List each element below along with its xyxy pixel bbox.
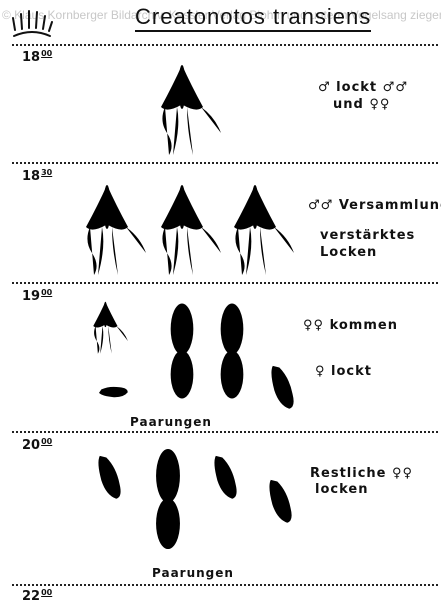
divider (12, 431, 438, 433)
moth-resting (258, 470, 300, 526)
moth-resting (84, 368, 146, 404)
moth-spread-wings (155, 175, 225, 279)
time-hour: 18 (22, 169, 40, 184)
moth-spread-wings (155, 55, 225, 159)
note-text: ♂ lockt ♂♂ (318, 80, 408, 96)
mating-pair (160, 295, 204, 407)
time-hour: 20 (22, 438, 40, 453)
time-label: 2200 (22, 586, 52, 604)
mating-pair (210, 295, 254, 407)
divider (12, 282, 438, 284)
note-text: und ♀♀ (333, 97, 390, 113)
figure-caption: Paarungen (130, 415, 212, 429)
time-minutes: 00 (41, 588, 52, 597)
time-minutes: 00 (41, 49, 52, 58)
note-text: ♀♀ kommen (303, 318, 398, 334)
time-hour: 19 (22, 289, 40, 304)
moth-resting (260, 356, 302, 412)
time-label: 1830 (22, 166, 52, 184)
figure-caption: Paarungen (152, 566, 234, 580)
time-label: 1800 (22, 47, 52, 65)
time-label: 2000 (22, 435, 52, 453)
note-text: locken (315, 482, 368, 498)
setting-sun-icon (10, 6, 54, 40)
time-minutes: 00 (41, 437, 52, 446)
time-hour: 18 (22, 50, 40, 65)
moth-spread-wings (80, 296, 140, 356)
note-text: ♂♂ Versammlung (308, 198, 441, 214)
note-text: Restliche ♀♀ (310, 466, 413, 482)
divider (12, 584, 438, 586)
time-minutes: 30 (41, 168, 52, 177)
moth-spread-wings (80, 175, 150, 279)
note-text: Locken (320, 245, 377, 261)
note-text: verstärktes (320, 228, 415, 244)
moth-resting (88, 446, 128, 502)
mating-pair (148, 440, 188, 558)
time-label: 1900 (22, 286, 52, 304)
note-text: ♀ lockt (315, 364, 372, 380)
divider (12, 44, 438, 46)
moth-spread-wings (228, 175, 298, 279)
time-minutes: 00 (41, 288, 52, 297)
divider (12, 162, 438, 164)
page-title: Creatonotos transiens (135, 5, 371, 32)
time-hour: 22 (22, 589, 40, 604)
moth-resting (204, 446, 244, 502)
